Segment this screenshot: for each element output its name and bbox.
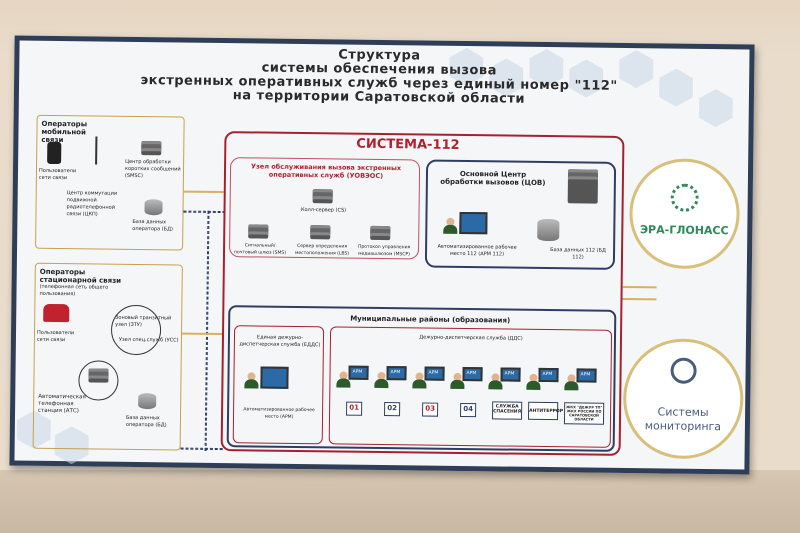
smsc-server-icon	[141, 141, 162, 156]
monitor-icon	[260, 366, 289, 389]
rescue-service-badge: СЛУЖБА СПАСЕНИЯ	[492, 401, 523, 420]
arm-label: АРМ	[542, 371, 553, 378]
arm-label: АРМ	[352, 369, 363, 375]
mobile-subscriber-label: Пользователи сети связи	[38, 167, 77, 182]
uoveos-title: Узел обслуживания вызова экстренных опер…	[250, 162, 402, 181]
service-02-badge: 02	[384, 402, 401, 417]
link-arrow	[183, 190, 224, 194]
operator-icon	[244, 372, 259, 389]
fixed-operators-sub: (телефонная сеть общего пользования)	[39, 283, 109, 298]
building-icon	[567, 169, 599, 204]
database-icon	[144, 199, 163, 216]
edds-box: Единая дежурно-диспетчерская служба (ЕДД…	[232, 325, 325, 445]
hex-decoration	[699, 89, 733, 127]
link-arrow	[622, 285, 657, 289]
municipal-heading: Муниципальные районы (образования)	[350, 314, 511, 325]
mobile-operators-box: Операторы мобильной связи Пользователи с…	[35, 114, 185, 251]
service-01-badge: 01	[346, 401, 363, 416]
dds-box: Дежурно-диспетчерская служба (ДДС) АРМ А…	[328, 326, 613, 448]
floor-shadow	[0, 470, 800, 533]
zonal-transit-label: Зоновый транзитный узел (ЗТУ)	[115, 314, 172, 329]
fixed-operators-heading: Операторы стационарной связи	[39, 267, 122, 285]
lbs-label: Сервер определения местоположения (LBS)	[294, 243, 350, 257]
database-icon	[138, 393, 157, 410]
monitoring-circle: Системы мониторинга	[622, 337, 744, 460]
sms-gateway-label: Сигнальный/почтовый шлюз (SMS)	[233, 243, 287, 256]
uoveos-box: Узел обслуживания вызова экстренных опер…	[228, 157, 421, 260]
era-glonass-label: ЭРА-ГЛОНАСС	[639, 223, 729, 238]
operator-icon	[443, 217, 458, 234]
database-icon	[537, 218, 560, 242]
zhkh-badge: ЖКХ "ДЕЖУР ТП" ЖКХ РОССИИ ПО САРАТОВСКОЙ…	[563, 402, 605, 425]
arm-label: АРМ	[466, 371, 477, 377]
smsc-label: Центр обработки коротких сообщений (SMSC…	[124, 158, 181, 180]
arm-label: АРМ	[428, 370, 439, 376]
edds-arm-label: Автоматизированное рабочее место (АРМ)	[243, 407, 315, 420]
service-04-badge: 04	[460, 402, 477, 418]
network-circle	[110, 304, 162, 356]
edds-label: Единая дежурно-диспетчерская служба (ЕДД…	[239, 334, 321, 349]
antenna-icon	[95, 136, 98, 165]
cob-title: Основной Центр обработки вызовов (ЦОВ)	[440, 169, 546, 187]
dashed-link	[183, 210, 226, 214]
dashed-link	[180, 447, 223, 451]
fixed-db-label: База данных оператора (БД)	[125, 414, 167, 429]
era-glonass-circle: ЭРА-ГЛОНАСС	[628, 158, 741, 270]
antiterror-badge: АНТИТЕРРОР	[527, 401, 563, 421]
db112-label: База данных 112 (БД 112)	[550, 247, 606, 261]
arm112-label: Автоматизированное рабочее место 112 (АР…	[437, 243, 517, 258]
mscp-server-icon	[370, 225, 391, 241]
hex-decoration	[659, 68, 693, 106]
dds-label: Дежурно-диспетчерская служба (ДДС)	[419, 334, 523, 342]
municipal-box: Муниципальные районы (образования) Едина…	[226, 305, 617, 452]
glonass-logo-icon	[670, 183, 699, 212]
arm-label: АРМ	[390, 370, 401, 376]
call-server-label: Колл-сервер (CS)	[300, 207, 347, 214]
ats-label: Автоматическая телефонная станция (АТС)	[38, 393, 86, 415]
fixed-operators-box: Операторы стационарной связи (телефонная…	[32, 262, 183, 451]
monitoring-line-2: мониторинга	[644, 419, 722, 434]
monitoring-line-1: Системы	[657, 405, 709, 420]
service-03-badge: 03	[422, 402, 439, 417]
monitor-icon	[459, 211, 488, 235]
sms-gateway-icon	[248, 224, 269, 239]
fixed-subscriber-label: Пользователи сети связи	[36, 329, 75, 344]
system-112-box: СИСТЕМА-112 Узел обслуживания вызова экс…	[220, 131, 625, 456]
mobile-operators-heading: Операторы мобильной связи	[41, 119, 88, 145]
magnifier-icon	[670, 357, 697, 384]
lbs-server-icon	[310, 225, 331, 240]
arm-label: АРМ	[504, 371, 515, 377]
call-server-icon	[312, 189, 333, 204]
switch-center-label: Центр коммутации подвижной радиотелефонн…	[66, 190, 118, 218]
mobile-db-label: База данных оператора (БД)	[132, 218, 174, 233]
special-services-label: Узел спец.служб (УСС)	[118, 336, 179, 344]
dashed-link	[204, 210, 210, 451]
telephone-icon	[43, 303, 70, 323]
poster-board: Структура системы обеспечения вызова экс…	[9, 35, 755, 475]
mscp-label: Протокол управления медиашлюзом (MSCP)	[357, 244, 411, 258]
link-arrow	[182, 332, 223, 336]
poster-title: Структура системы обеспечения вызова экс…	[119, 46, 640, 108]
link-arrow	[622, 297, 657, 301]
cob-box: Основной Центр обработки вызовов (ЦОВ) А…	[424, 159, 617, 270]
arm-label: АРМ	[580, 372, 591, 378]
ats-building-icon	[88, 368, 109, 383]
phone-icon	[47, 141, 62, 165]
system-112-title: СИСТЕМА-112	[356, 136, 460, 153]
